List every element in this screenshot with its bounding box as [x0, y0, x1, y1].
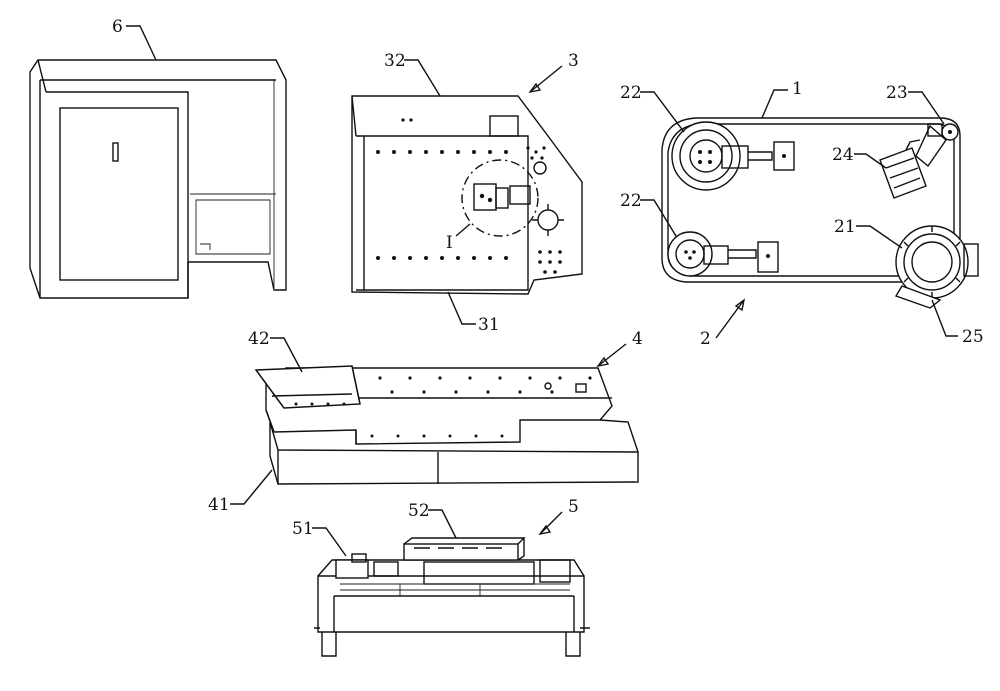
label-32: 32: [384, 51, 440, 96]
svg-text:22: 22: [620, 191, 642, 211]
svg-text:5: 5: [568, 497, 579, 517]
svg-text:I: I: [446, 233, 453, 253]
label-24: 24: [832, 145, 886, 168]
svg-text:3: 3: [568, 51, 579, 71]
svg-text:21: 21: [834, 217, 856, 237]
label-41: 41: [208, 470, 272, 515]
label-21: 21: [834, 217, 902, 248]
svg-text:22: 22: [620, 83, 642, 103]
svg-text:52: 52: [408, 501, 430, 521]
svg-text:42: 42: [248, 329, 270, 349]
svg-text:6: 6: [112, 17, 123, 37]
label-1: 1: [762, 79, 803, 118]
housing-cabinet-6: [30, 60, 286, 298]
svg-text:32: 32: [384, 51, 406, 71]
belt-drive-assembly-1: [662, 118, 978, 308]
svg-text:31: 31: [478, 315, 500, 335]
table-frame-5: [314, 538, 590, 656]
tensioner-arm-23: [916, 124, 958, 166]
svg-text:41: 41: [208, 495, 230, 515]
svg-text:23: 23: [886, 83, 908, 103]
svg-text:4: 4: [632, 329, 643, 349]
conveyor-base-4: [256, 366, 638, 484]
upper-pulley-22: [672, 122, 794, 190]
label-51: 51: [292, 519, 346, 556]
label-3: 3: [530, 51, 579, 92]
svg-text:51: 51: [292, 519, 314, 539]
drive-motor-21: [896, 226, 978, 308]
svg-text:25: 25: [962, 327, 984, 347]
label-4: 4: [598, 329, 643, 366]
label-6: 6: [112, 17, 156, 60]
label-25: 25: [932, 300, 984, 347]
panel-plate-3: [352, 96, 582, 294]
label-52: 52: [408, 501, 456, 538]
label-31: 31: [448, 292, 500, 335]
label-42: 42: [248, 329, 302, 372]
label-2: 2: [700, 300, 744, 349]
svg-text:1: 1: [792, 79, 803, 99]
svg-text:24: 24: [832, 145, 854, 165]
lower-pulley-22: [668, 232, 778, 276]
svg-text:2: 2: [700, 329, 711, 349]
label-5: 5: [540, 497, 579, 534]
